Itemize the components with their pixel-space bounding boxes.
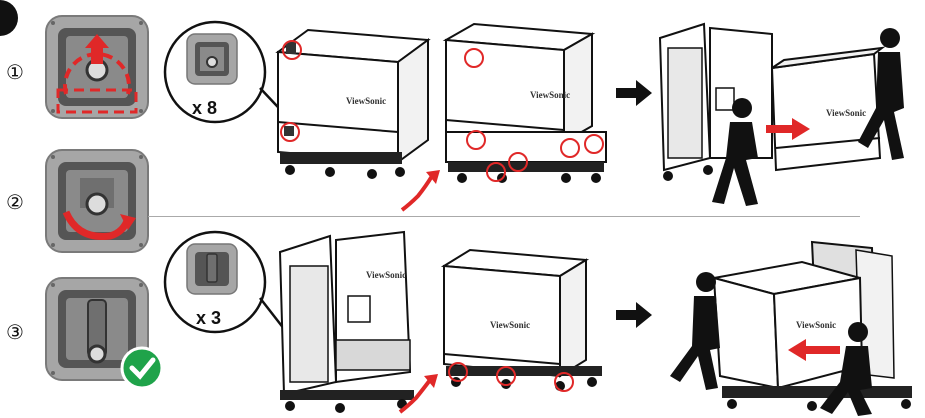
step-number-1: ①: [6, 62, 24, 82]
crate-brand-6: ViewSonic: [796, 320, 836, 330]
latch-step-1: [44, 14, 150, 120]
latch-quantity-top: x 8: [192, 98, 217, 119]
crate-brand-5: ViewSonic: [490, 320, 530, 330]
crate-brand-3: ViewSonic: [826, 108, 866, 118]
step-number-3: ③: [6, 322, 24, 342]
latch-step-2: [44, 148, 150, 254]
crate-brand-2: ViewSonic: [530, 90, 570, 100]
latch-step-3: [44, 276, 164, 392]
crate-closed-bottom: ViewSonic: [436, 238, 608, 408]
section-divider: [148, 216, 860, 217]
crate-brand-4: ViewSonic: [366, 270, 406, 280]
crate-brand-1: ViewSonic: [346, 96, 386, 106]
rotate-arrow-icon: [396, 372, 444, 416]
step-number-2: ②: [6, 192, 24, 212]
corner-marker: [0, 0, 20, 40]
crate-open-remove-panel: ViewSonic: [654, 8, 916, 214]
rotate-arrow-icon: [398, 166, 446, 214]
next-arrow-icon: [614, 300, 654, 330]
person-left: [670, 272, 720, 390]
latch-quantity-bottom: x 3: [196, 308, 221, 329]
crate-insert-panel: ViewSonic: [662, 238, 920, 416]
crate-closed-top: ViewSonic: [268, 12, 438, 182]
next-arrow-icon: [614, 78, 654, 108]
crate-tilted-top: ViewSonic: [436, 12, 616, 212]
check-icon: [122, 348, 162, 388]
